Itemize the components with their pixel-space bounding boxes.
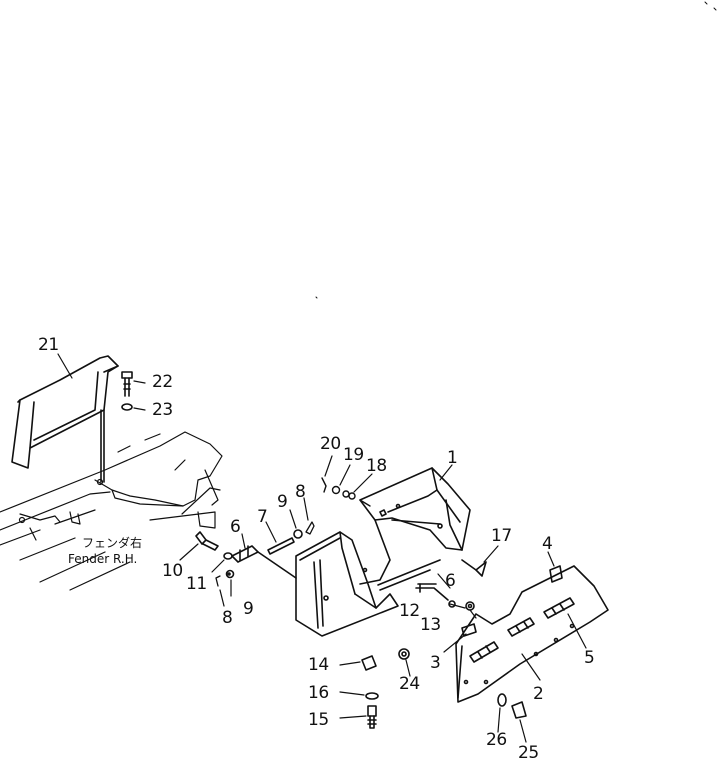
grommet-part-24 bbox=[398, 648, 410, 660]
callout-8-bottom: 8 bbox=[222, 608, 233, 628]
callout-23: 23 bbox=[152, 400, 173, 420]
washer-part-26 bbox=[497, 693, 507, 707]
base-plate-part-2 bbox=[455, 565, 609, 703]
hinges-part-3-5 bbox=[461, 597, 575, 663]
rod-part-6-right bbox=[415, 583, 449, 601]
bolt-part-15 bbox=[367, 705, 377, 729]
callout-3: 3 bbox=[430, 653, 441, 673]
specks bbox=[315, 1, 717, 299]
callout-12: 12 bbox=[399, 601, 420, 621]
washer-part-16 bbox=[365, 692, 379, 700]
washer-part-11 bbox=[223, 552, 233, 560]
nut-part-12 bbox=[448, 600, 456, 608]
callout-7: 7 bbox=[257, 507, 268, 527]
hinge-part-6-left bbox=[231, 545, 297, 579]
bolt-part-22 bbox=[121, 371, 133, 397]
fender-label-english: Fender R.H. bbox=[68, 552, 138, 566]
callout-9-bottom: 9 bbox=[243, 599, 254, 619]
callout-6-left: 6 bbox=[230, 517, 241, 537]
callout-6-right: 6 bbox=[445, 571, 456, 591]
leader-lines bbox=[57, 353, 587, 743]
fender-rh-outline bbox=[0, 431, 223, 591]
callout-4: 4 bbox=[542, 534, 553, 554]
callout-10: 10 bbox=[162, 561, 183, 581]
callout-19: 19 bbox=[343, 445, 364, 465]
callout-21: 21 bbox=[38, 335, 59, 355]
small-pins-8 bbox=[215, 521, 315, 587]
nut-part-13 bbox=[465, 601, 475, 611]
bolt-part-10 bbox=[195, 531, 219, 551]
callout-20: 20 bbox=[320, 434, 341, 454]
pin-part-7 bbox=[267, 537, 295, 555]
callout-18: 18 bbox=[366, 456, 387, 476]
clip-part-4 bbox=[549, 565, 563, 583]
cover-box bbox=[295, 531, 441, 637]
callout-15: 15 bbox=[308, 710, 329, 730]
callout-26: 26 bbox=[486, 730, 507, 750]
bolt-part-25 bbox=[511, 701, 527, 719]
cap-part-14 bbox=[361, 655, 377, 671]
callout-16: 16 bbox=[308, 683, 329, 703]
callout-13: 13 bbox=[420, 615, 441, 635]
callout-1: 1 bbox=[447, 448, 458, 468]
callout-25: 25 bbox=[518, 743, 539, 763]
lid-panel-part-1 bbox=[359, 467, 471, 585]
callout-8-top: 8 bbox=[295, 482, 306, 502]
washer-part-23 bbox=[121, 403, 133, 411]
callout-2: 2 bbox=[533, 684, 544, 704]
washers-9 bbox=[225, 529, 303, 579]
fender-plate-part-21 bbox=[11, 355, 119, 483]
hardware-18-19-20 bbox=[321, 477, 371, 507]
fender-label-japanese: フェンダ右 bbox=[82, 536, 143, 550]
callout-5: 5 bbox=[584, 648, 595, 668]
callout-22: 22 bbox=[152, 372, 173, 392]
callout-9-top: 9 bbox=[277, 492, 288, 512]
callout-14: 14 bbox=[308, 655, 329, 675]
callout-24: 24 bbox=[399, 674, 420, 694]
callout-17: 17 bbox=[491, 526, 512, 546]
callout-11: 11 bbox=[186, 574, 207, 594]
clip-part-17 bbox=[461, 559, 487, 577]
